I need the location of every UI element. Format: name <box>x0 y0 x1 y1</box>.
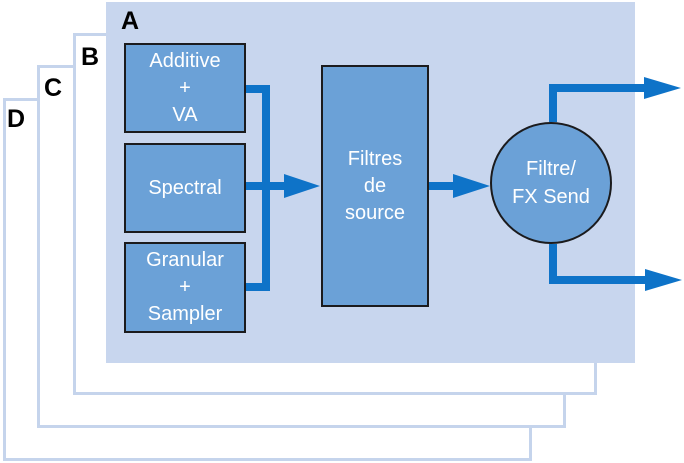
source-box-granular-sampler: Granular + Sampler <box>124 242 246 333</box>
layer-label-c: C <box>44 74 63 102</box>
layer-label-d: D <box>7 105 26 133</box>
source-box-additive-va: Additive + VA <box>124 43 246 133</box>
output-bottom-arrowhead <box>645 269 682 291</box>
source-box-spectral: Spectral <box>124 143 246 233</box>
filter-fx-send-circle: Filtre/ FX Send <box>490 122 612 244</box>
source-filter-box: Filtres de source <box>321 65 429 307</box>
output-top-arrowhead <box>644 77 681 99</box>
layer-label-b: B <box>81 43 100 71</box>
layer-label-a: A <box>121 7 140 35</box>
